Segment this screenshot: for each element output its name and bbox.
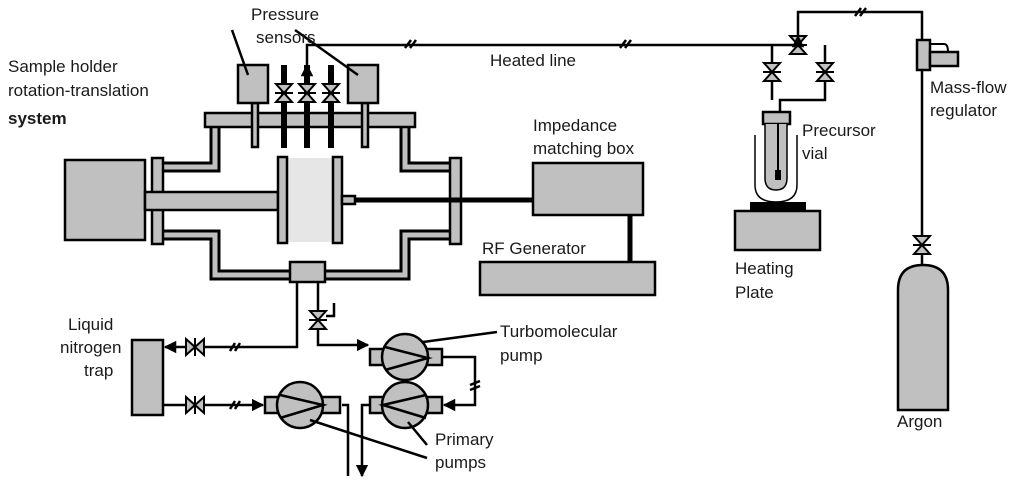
- heated-line: [300, 7, 924, 112]
- nitrogen-trap-label: Liquid: [68, 315, 113, 334]
- sample-holder-system: [63, 158, 147, 242]
- precursor-vial-label: Precursor: [802, 121, 876, 140]
- mass-flow-label: Mass-flow: [930, 78, 1007, 97]
- sample-holder-label-3: system: [8, 109, 67, 128]
- turbomolecular-pump: [368, 332, 444, 382]
- plasma-zone: [287, 158, 333, 242]
- impedance-label-2: matching box: [533, 139, 635, 158]
- pressure-sensors: [230, 28, 380, 149]
- heating-plate-label: Heating: [735, 259, 794, 278]
- impedance-matching-box: [531, 161, 645, 217]
- primary-pump-left: [263, 380, 342, 430]
- nitrogen-trap-label-2: nitrogen: [60, 338, 121, 357]
- sample-holder-label-2: rotation-translation: [8, 81, 149, 100]
- nitrogen-trap-label-3: trap: [84, 361, 113, 380]
- rf-generator: [478, 260, 657, 297]
- argon-valve-icon: [912, 235, 932, 255]
- heated-line-label: Heated line: [490, 51, 576, 70]
- mass-flow-label-2: regulator: [930, 101, 997, 120]
- electrode-left: [276, 155, 289, 245]
- primary-pumps-label: Primary: [435, 430, 494, 449]
- heating-plate: [733, 209, 822, 252]
- impedance-label: Impedance: [533, 116, 617, 135]
- rf-generator-label: RF Generator: [482, 239, 586, 258]
- pressure-sensors-label-2: sensors: [256, 28, 316, 47]
- heating-plate-label-2: Plate: [735, 283, 774, 302]
- sample-holder-label: Sample holder: [8, 57, 118, 76]
- turbo-pump-label-2: pump: [500, 346, 543, 365]
- primary-pump-right: [368, 380, 444, 430]
- turbo-pump-label: Turbomolecular: [500, 322, 618, 341]
- precursor-vial-label-2: vial: [802, 144, 828, 163]
- electrode-right: [331, 155, 344, 245]
- mass-flow-regulator: [915, 38, 932, 72]
- liquid-nitrogen-trap: [130, 338, 165, 417]
- argon-cylinder: [896, 263, 950, 412]
- pressure-sensors-label: Pressure: [251, 5, 319, 24]
- holder-rod: [143, 190, 280, 212]
- primary-pumps-label-2: pumps: [435, 453, 486, 472]
- argon-label: Argon: [897, 412, 942, 431]
- pump-port: [288, 260, 327, 284]
- pumping-system: [130, 282, 498, 476]
- precursor-vial: [754, 110, 798, 203]
